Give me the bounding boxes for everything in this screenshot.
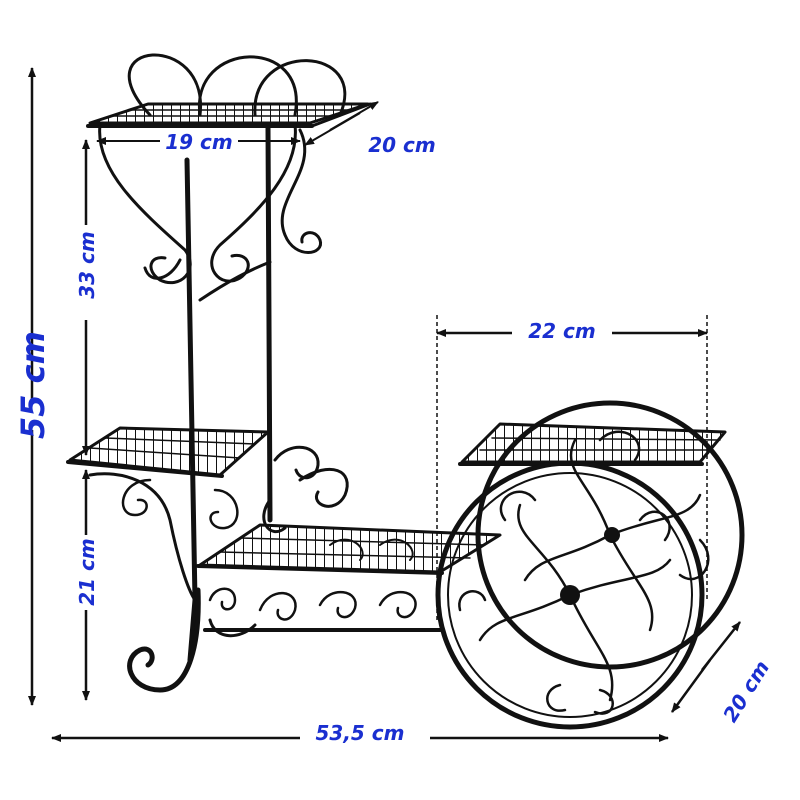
top-shelf [86, 102, 372, 128]
plant-stand [66, 53, 745, 730]
bottom-height-label: 21 cm [75, 538, 99, 606]
front-wheel [435, 460, 705, 730]
wheel-depth-label: 20 cm [718, 656, 774, 726]
total-width-label: 53,5 cm [315, 721, 404, 745]
lower-center-shelf [196, 523, 502, 638]
top-heart-scrolls [98, 53, 347, 302]
total-height-label: 55 cm [14, 331, 52, 439]
top-depth-label: 20 cm [368, 133, 436, 157]
dimension-lines [28, 67, 741, 742]
top-width-label: 19 cm [165, 130, 233, 154]
middle-left-shelf [66, 426, 270, 602]
side-scrolls [262, 445, 349, 534]
wheel-span-label: 22 cm [528, 319, 596, 343]
top-shelf-height-label: 33 cm [75, 231, 99, 299]
front-foot-scroll [127, 587, 201, 693]
vertical-posts [184, 125, 273, 663]
